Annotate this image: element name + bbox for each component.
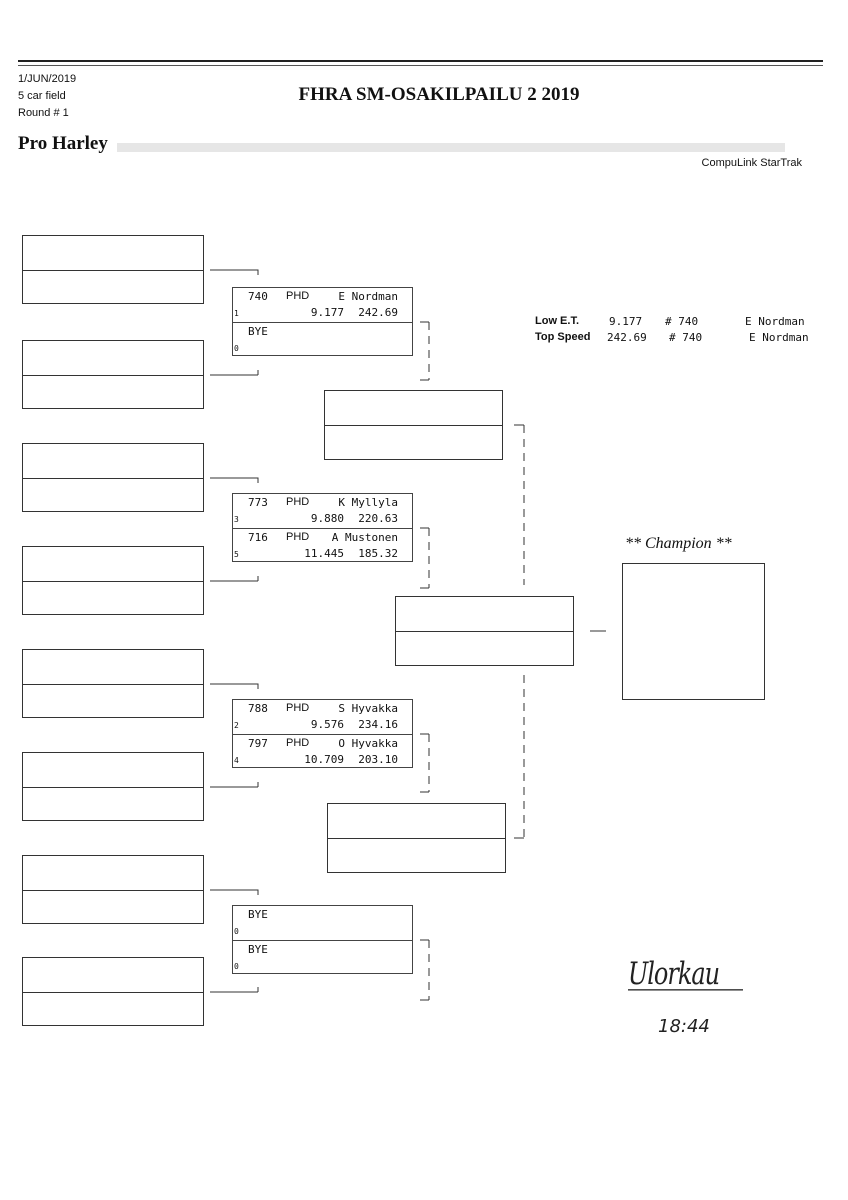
matchup-box: 788 PHD S Hyvakka 2 9.576 234.16 797 PHD… xyxy=(232,699,413,768)
stat-value: 9.177 xyxy=(609,315,643,328)
stat-name: E Nordman xyxy=(749,331,809,344)
racer-name: K Myllyla xyxy=(338,496,398,509)
empty-bracket-slot xyxy=(22,752,204,821)
empty-bracket-slot xyxy=(22,340,204,409)
empty-bracket-slot xyxy=(22,546,204,615)
stat-label: Top Speed xyxy=(535,331,591,343)
stat-car: # 740 xyxy=(665,315,699,328)
stat-label: Low E.T. xyxy=(535,315,579,327)
empty-bracket-slot xyxy=(22,649,204,718)
car-number: 797 xyxy=(248,737,268,750)
dotted-rule xyxy=(117,143,785,152)
seed: 0 xyxy=(234,962,239,971)
stat-car: # 740 xyxy=(669,331,703,344)
seed: 1 xyxy=(234,309,239,318)
car-number: 773 xyxy=(248,496,268,509)
empty-bracket-slot xyxy=(22,855,204,924)
empty-bracket-slot xyxy=(22,443,204,512)
racer-lane: 788 PHD S Hyvakka 2 9.576 234.16 xyxy=(233,700,412,734)
slot-divider xyxy=(23,477,203,479)
matchup-box: 740 PHD E Nordman 1 9.177 242.69 BYE 0 xyxy=(232,287,413,356)
signature-time: 18:44 xyxy=(658,1016,710,1037)
class-name: Pro Harley xyxy=(18,133,108,154)
slot-divider xyxy=(325,425,502,426)
stats-panel: Low E.T. 9.177 # 740 E Nordman Top Speed… xyxy=(535,315,815,349)
top-rule xyxy=(18,60,823,66)
racer-name: E Nordman xyxy=(338,290,398,303)
elapsed-time: 9.576 xyxy=(310,718,344,731)
elapsed-time: 9.177 xyxy=(310,306,344,319)
car-class: PHD xyxy=(286,290,310,302)
speed: 203.10 xyxy=(358,753,398,766)
racer-lane: BYE 0 xyxy=(233,906,412,940)
racer-lane: 797 PHD O Hyvakka 4 10.709 203.10 xyxy=(233,734,412,769)
car-class: PHD xyxy=(286,496,310,508)
empty-bracket-slot xyxy=(22,235,204,304)
car-number: 740 xyxy=(248,290,268,303)
signature: Ulorkau xyxy=(628,958,744,991)
car-class: PHD xyxy=(286,737,310,749)
speed: 185.32 xyxy=(358,547,398,560)
race-date: 1/JUN/2019 xyxy=(18,73,77,85)
software-brand: CompuLink StarTrak xyxy=(701,157,802,169)
racer-name: A Mustonen xyxy=(331,531,398,544)
car-number: BYE xyxy=(248,325,268,338)
car-class: PHD xyxy=(286,531,310,543)
round-number: Round # 1 xyxy=(18,107,69,119)
empty-bracket-slot xyxy=(327,803,506,873)
field-size: 5 car field xyxy=(18,90,66,102)
slot-divider xyxy=(396,631,573,632)
slot-divider xyxy=(23,683,203,685)
slot-divider xyxy=(328,838,505,839)
racer-lane: BYE 0 xyxy=(233,940,412,975)
slot-divider xyxy=(23,580,203,582)
seed: 3 xyxy=(234,515,239,524)
seed: 0 xyxy=(234,344,239,353)
slot-divider xyxy=(23,374,203,376)
seed: 5 xyxy=(234,550,239,559)
elapsed-time: 11.445 xyxy=(304,547,344,560)
car-class: PHD xyxy=(286,702,310,714)
seed: 0 xyxy=(234,927,239,936)
racer-name: S Hyvakka xyxy=(338,702,398,715)
racer-lane: 740 PHD E Nordman 1 9.177 242.69 xyxy=(233,288,412,322)
slot-divider xyxy=(23,269,203,271)
champion-label: ** Champion ** xyxy=(625,535,732,552)
speed: 220.63 xyxy=(358,512,398,525)
empty-bracket-slot xyxy=(395,596,574,666)
speed: 234.16 xyxy=(358,718,398,731)
slot-divider xyxy=(23,889,203,891)
racer-lane: 773 PHD K Myllyla 3 9.880 220.63 xyxy=(233,494,412,528)
slot-divider xyxy=(23,991,203,993)
seed: 4 xyxy=(234,756,239,765)
car-number: BYE xyxy=(248,908,268,921)
racer-lane: 716 PHD A Mustonen 5 11.445 185.32 xyxy=(233,528,412,563)
connector-lines xyxy=(210,269,606,1001)
elapsed-time: 10.709 xyxy=(304,753,344,766)
car-number: 716 xyxy=(248,531,268,544)
empty-bracket-slot xyxy=(22,957,204,1026)
racer-name: O Hyvakka xyxy=(338,737,398,750)
car-number: 788 xyxy=(248,702,268,715)
empty-bracket-slot xyxy=(324,390,503,460)
elapsed-time: 9.880 xyxy=(310,512,344,525)
speed: 242.69 xyxy=(358,306,398,319)
slot-divider xyxy=(23,786,203,788)
event-title: FHRA SM-OSAKILPAILU 2 2019 xyxy=(298,84,580,105)
stat-name: E Nordman xyxy=(745,315,805,328)
car-number: BYE xyxy=(248,943,268,956)
stat-value: 242.69 xyxy=(607,331,647,344)
racer-lane: BYE 0 xyxy=(233,322,412,357)
champion-box xyxy=(622,563,765,700)
seed: 2 xyxy=(234,721,239,730)
matchup-box: BYE 0 BYE 0 xyxy=(232,905,413,974)
matchup-box: 773 PHD K Myllyla 3 9.880 220.63 716 PHD… xyxy=(232,493,413,562)
